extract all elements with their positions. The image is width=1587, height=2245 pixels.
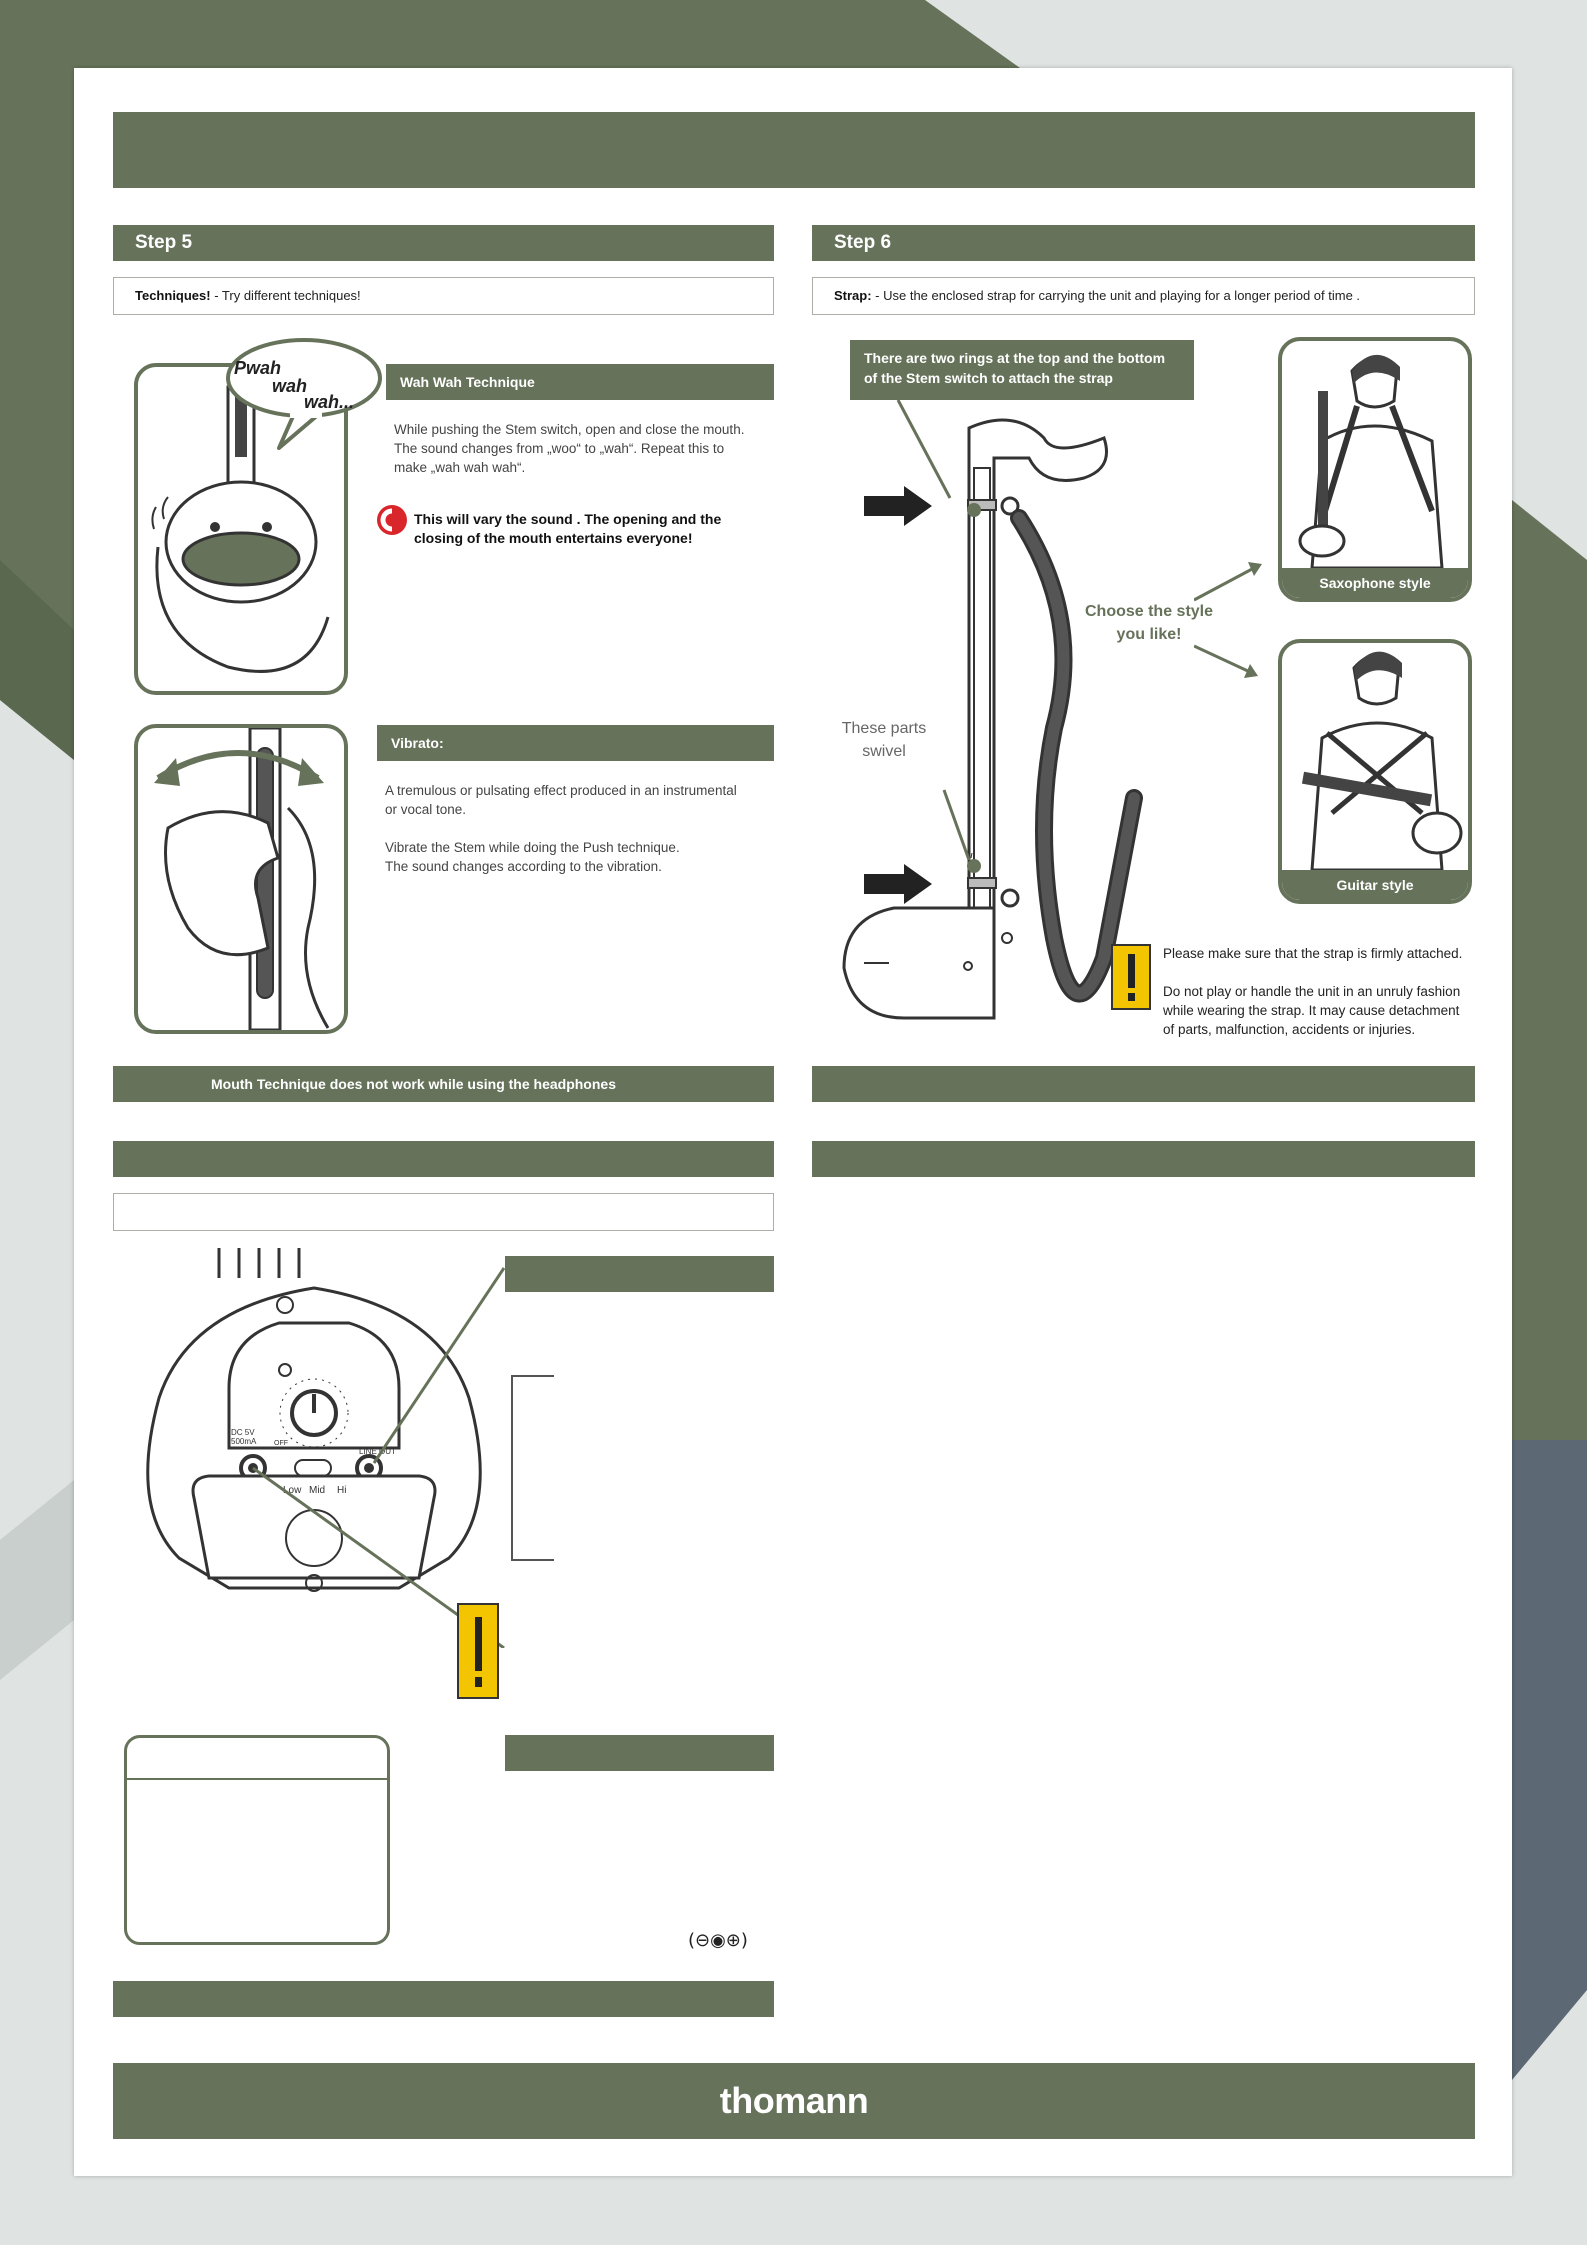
wahwah-desc-3: make „wah wah wah“. (394, 460, 526, 475)
guitar-style-drawing (1301, 651, 1463, 872)
style-arrows (1194, 562, 1262, 678)
vibrato-desc-3: Vibrate the Stem while doing the Push te… (385, 840, 680, 855)
bubble-word-1: Pwah (234, 358, 281, 378)
vibrato-illustration (134, 724, 348, 1034)
callout-line-2: of the Stem switch to attach the strap (864, 370, 1113, 386)
tip-icon (377, 505, 407, 535)
off-label: OFF (274, 1440, 288, 1447)
page-header-band (113, 112, 1475, 188)
wahwah-title: Wah Wah Technique (386, 364, 774, 400)
guitar-style-caption: Guitar style (1282, 870, 1468, 900)
polarity-symbol: (⊖◉⊕) (688, 1930, 748, 1951)
saxophone-style-caption: Saxophone style (1282, 568, 1468, 598)
bubble-word-3: wah... (304, 392, 354, 412)
saxophone-style-panel: Saxophone style (1278, 337, 1472, 602)
strap-warning-5: of parts, malfunction, accidents or inju… (1163, 1022, 1416, 1037)
dc-label-2: 500mA (231, 1437, 257, 1446)
instrument-strap-drawing (842, 399, 1143, 1020)
bubble-word-2: wah (272, 376, 307, 396)
page-footer-band: thomann (113, 2063, 1475, 2139)
choose-style-2: you like! (1116, 626, 1182, 643)
switch-hi-label: Hi (337, 1485, 346, 1496)
brand-logo: thomann (719, 2080, 869, 2121)
lower-left-title-band (113, 1141, 774, 1177)
step5-info-label: Techniques! (135, 288, 211, 303)
switch-mid-label: Mid (309, 1485, 325, 1496)
strap-warning-4: while wearing the strap. It may cause de… (1163, 1003, 1460, 1018)
vibrato-desc-1: A tremulous or pulsating effect produced… (385, 783, 737, 798)
step5-footer-note: Mouth Technique does not work while usin… (113, 1066, 774, 1102)
swivel-label-2: swivel (862, 743, 906, 760)
vibrato-title: Vibrato: (377, 725, 774, 761)
vibrato-desc-4: The sound changes according to the vibra… (385, 859, 662, 874)
strap-warning-1: Please make sure that the strap is firml… (1163, 946, 1463, 961)
strap-rings-callout: There are two rings at the top and the b… (850, 340, 1194, 400)
saxophone-style-drawing (1298, 354, 1444, 570)
wahwah-tip-1: This will vary the sound . The opening a… (414, 511, 722, 527)
step6-info-text: - Use the enclosed strap for carrying th… (871, 288, 1361, 303)
step6-footer-band (812, 1066, 1475, 1102)
step5-info-box: Techniques! - Try different techniques! (113, 277, 774, 315)
control-panel-drawing: DC 5V 500mA OFF LINE OUT Low Mid Hi (146, 1248, 506, 1648)
lower-left-footer-band (113, 1981, 774, 2017)
switch-low-label: Low (283, 1485, 302, 1496)
exclamation-icon (1128, 954, 1135, 1001)
wahwah-tip-2: closing of the mouth entertains everyone… (414, 530, 693, 546)
lower-right-title-band (812, 1141, 1475, 1177)
exclamation-icon (475, 1617, 482, 1687)
manual-page: Step 5 Techniques! - Try different techn… (74, 68, 1512, 2176)
wahwah-desc-2: The sound changes from „woo“ to „wah“. R… (394, 441, 725, 456)
guitar-style-panel: Guitar style (1278, 639, 1472, 904)
step5-title: Step 5 (113, 225, 774, 261)
bracket (511, 1375, 554, 1561)
vibrato-desc-2: or vocal tone. (385, 802, 467, 817)
step5-info-text: - Try different techniques! (210, 288, 361, 303)
note-box (124, 1735, 390, 1945)
strap-warning-3: Do not play or handle the unit in an unr… (1163, 984, 1461, 999)
panel-label-band-top (505, 1256, 774, 1292)
strap-warning-icon (1111, 944, 1151, 1010)
note-box-header-line (127, 1778, 387, 1780)
choose-style-1: Choose the style (1084, 603, 1214, 620)
speech-bubble: Pwah wah wah... (226, 338, 382, 450)
line-out-label: LINE OUT (359, 1447, 396, 1456)
step6-title: Step 6 (812, 225, 1475, 261)
step6-info-label: Strap: (834, 288, 872, 303)
vibrato-hand-drawing (154, 728, 330, 1030)
panel-label-band-bottom (505, 1735, 774, 1771)
lower-left-info-box (113, 1193, 774, 1231)
dc-label-1: DC 5V (231, 1428, 255, 1437)
wahwah-desc-1: While pushing the Stem switch, open and … (394, 422, 745, 437)
callout-line-1: There are two rings at the top and the b… (864, 350, 1166, 366)
swivel-label-1: These parts (841, 720, 927, 737)
step6-info-box: Strap: - Use the enclosed strap for carr… (812, 277, 1475, 315)
panel-warning-icon (457, 1603, 499, 1699)
mouth-hand-drawing (151, 385, 330, 673)
